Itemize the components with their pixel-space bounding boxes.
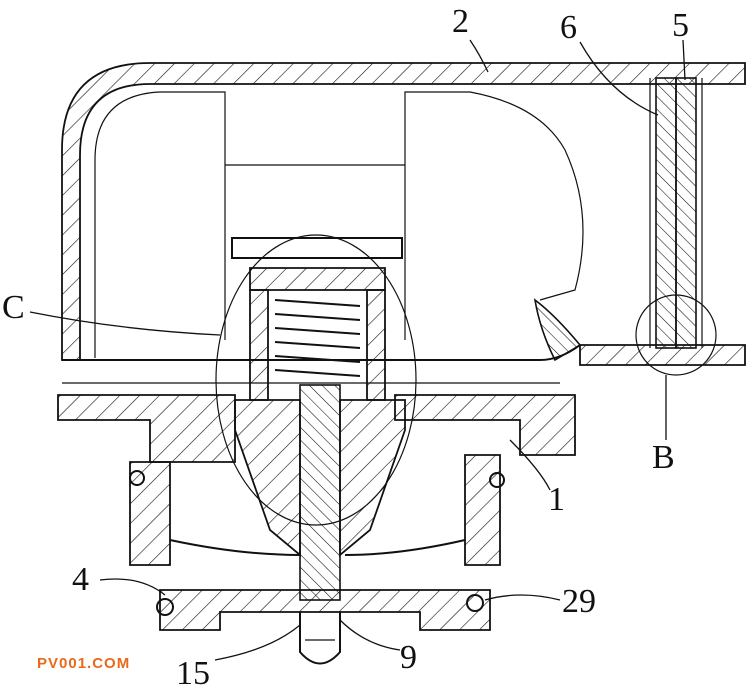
filter-plate xyxy=(649,77,703,349)
label-detail-b: B xyxy=(652,439,675,476)
label-part-2: 2 xyxy=(452,3,469,40)
detail-b-circle xyxy=(635,294,717,376)
label-part-29: 29 xyxy=(562,583,596,620)
label-part-6: 6 xyxy=(560,9,577,46)
label-part-9: 9 xyxy=(400,639,417,676)
housing-shell xyxy=(61,62,746,384)
watermark-text: PV001.COM xyxy=(37,655,130,672)
spring xyxy=(274,299,361,377)
label-part-1: 1 xyxy=(548,481,565,518)
label-part-5: 5 xyxy=(672,7,689,44)
label-detail-c: C xyxy=(2,289,25,326)
label-part-15: 15 xyxy=(176,655,210,691)
base-block xyxy=(57,394,576,566)
bottom-plate xyxy=(156,589,491,665)
label-part-4: 4 xyxy=(72,561,89,598)
leader-lines xyxy=(29,39,686,661)
valve-assembly xyxy=(215,234,417,601)
